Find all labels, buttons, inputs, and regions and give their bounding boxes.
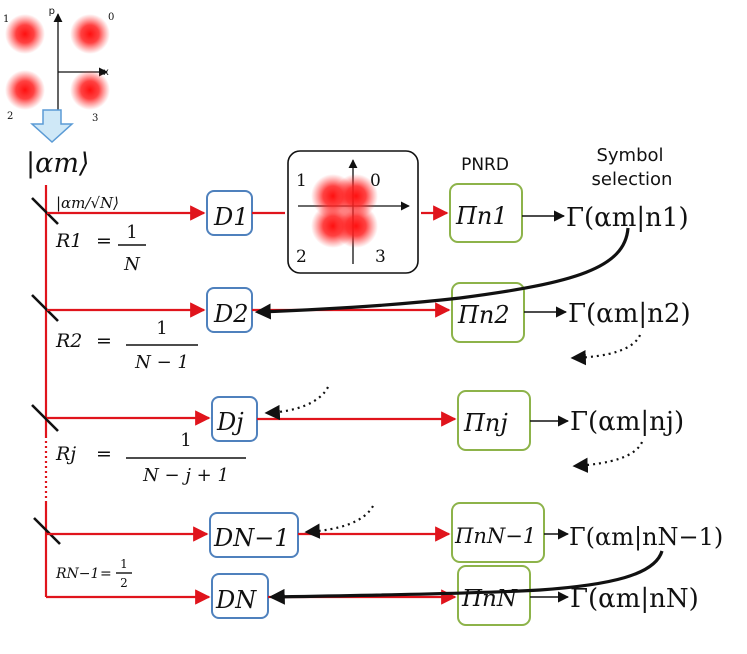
ratio-num-r1: 1: [126, 222, 137, 243]
mirror-label-rj: Rj: [55, 443, 76, 465]
detector-n-1: ΠnN−1: [451, 502, 545, 563]
displacement-label-d1: D1: [213, 203, 249, 231]
ratio-num-r2: 1: [156, 318, 167, 339]
constellation-label-2: 2: [7, 111, 13, 122]
ratio-num-rn-1: 1: [120, 557, 128, 571]
detector-1: Πn1: [449, 183, 523, 243]
ratio-den-rn-1: 2: [120, 576, 128, 590]
mirror-label-r2: R2: [55, 330, 82, 352]
constellation-p-label: p: [49, 6, 55, 17]
beam-splitter-1: [31, 197, 59, 225]
dotted-arrow-after-j: [572, 441, 644, 473]
detector-j: Πnj: [457, 390, 531, 451]
ratio-den-r2: N − 1: [134, 352, 189, 373]
detector-label-j: Πnj: [463, 409, 508, 437]
displacement-d1: D1: [206, 190, 253, 236]
constellation-label-3: 3: [92, 113, 98, 124]
inset-label-1: 1: [296, 171, 307, 191]
constellation-plot: p x 0 1 2 3: [3, 6, 114, 128]
equals-rj: =: [96, 443, 112, 465]
detector-label-n-1: ΠnN−1: [454, 524, 536, 548]
dotted-arrow-to-dj: [264, 386, 329, 421]
constellation-point-2: [5, 70, 45, 110]
beam-splitter-n-1: [33, 517, 61, 545]
likelihood-n-1: Γ(αm|nN−1): [569, 523, 723, 552]
inset-label-0: 0: [370, 171, 381, 191]
inset-constellation: 0 1 2 3: [287, 150, 419, 274]
ratio-den-rj: N − j + 1: [142, 465, 229, 486]
constellation-label-1: 1: [3, 14, 9, 25]
likelihood-j: Γ(αm|nj): [570, 407, 684, 437]
attenuated-state-label: |αm/√N⟩: [56, 194, 119, 212]
constellation-point-0: [70, 14, 110, 54]
pnrd-label: PNRD: [461, 155, 509, 175]
inset-label-3: 3: [375, 247, 386, 267]
dotted-arrow-to-dn-1: [304, 505, 374, 539]
input-state-label: |αm⟩: [26, 148, 89, 179]
displacement-label-dj: Dj: [216, 408, 244, 436]
down-arrow-icon: [30, 109, 74, 144]
equals-rn-1: =: [100, 566, 112, 582]
constellation-label-0: 0: [108, 12, 114, 23]
mirror-label-r1: R1: [55, 230, 82, 252]
displacement-dj: Dj: [211, 396, 258, 442]
likelihood-n: Γ(αm|nN): [570, 584, 699, 614]
displacement-label-dn-1: DN−1: [213, 524, 290, 552]
detector-2: Πn2: [451, 282, 525, 343]
detector-label-2: Πn2: [457, 301, 510, 329]
displacement-label-d2: D2: [213, 300, 249, 328]
ratio-rn-1: RN−1 = 1 2: [55, 557, 132, 590]
detector-n: ΠnN: [457, 565, 531, 626]
symbol-selection-line-1: Symbol: [596, 145, 663, 166]
equals-r2: =: [96, 330, 112, 352]
constellation-point-1: [5, 14, 45, 54]
inset-point-3: [334, 204, 378, 248]
symbol-selection-line-2: selection: [592, 169, 673, 190]
displacement-label-dn: DN: [215, 586, 257, 614]
inset-label-2: 2: [296, 247, 307, 267]
constellation-point-3: [70, 70, 110, 110]
displacement-dn: DN: [211, 573, 269, 619]
likelihood-2: Γ(αm|n2): [568, 299, 691, 329]
beam-splitter-2: [31, 294, 59, 322]
detector-label-1: Πn1: [455, 202, 508, 230]
beam-splitter-j: [31, 404, 59, 432]
dotted-arrow-after-2: [570, 334, 642, 366]
ratio-r2: R2 = 1 N − 1: [55, 318, 198, 373]
feedback-arrow-1: [254, 227, 630, 320]
ratio-den-r1: N: [123, 254, 141, 275]
equals-r1: =: [96, 230, 112, 252]
ratio-rj: Rj = 1 N − j + 1: [55, 430, 246, 486]
feedback-arrow-n-1: [268, 550, 664, 605]
ratio-num-rj: 1: [180, 430, 191, 451]
displacement-d2: D2: [206, 287, 253, 333]
ratio-r1: R1 = 1 N: [55, 222, 146, 275]
mirror-label-rn-1: RN−1: [55, 566, 99, 582]
displacement-dn-1: DN−1: [209, 512, 299, 558]
constellation-x-label: x: [103, 67, 109, 78]
